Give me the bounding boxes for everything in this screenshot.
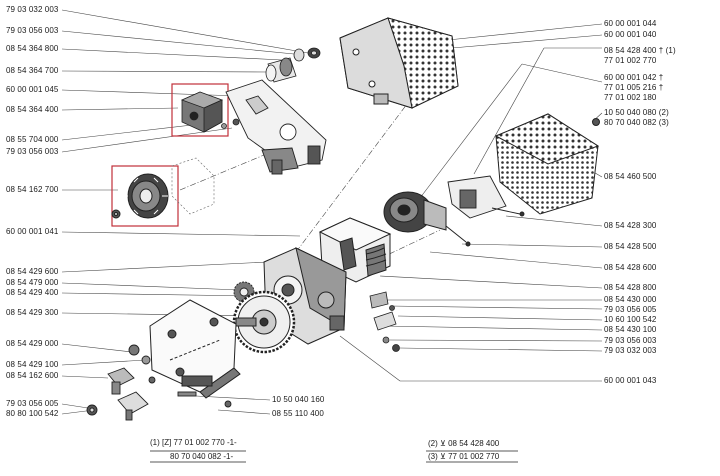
label-08-54-364-700: 08 54 364 700 <box>6 66 59 75</box>
motor-stator <box>383 191 471 247</box>
label-60-00-001-042: 60 00 001 042 † <box>604 73 664 82</box>
rotor-lamination <box>111 173 169 219</box>
bracket-plate <box>225 79 327 175</box>
label-79-03-056-005-b: 79 03 056 005 <box>604 305 657 314</box>
label-60-00-001-043: 60 00 001 043 <box>604 376 657 385</box>
label-08-54-162-700: 08 54 162 700 <box>6 185 59 194</box>
label-08-54-460-500: 08 54 460 500 <box>604 172 657 181</box>
coil-frame <box>318 217 392 283</box>
label-08-54-429-400: 08 54 429 400 <box>6 288 59 297</box>
gear-cover-plate <box>149 299 241 399</box>
label-80-80-100-542: 80 80 100 542 <box>6 409 59 418</box>
label-08-54-428-800: 08 54 428 800 <box>604 283 657 292</box>
label-08-54-479-000: 08 54 479 000 <box>6 278 59 287</box>
label-08-54-428-300: 08 54 428 300 <box>604 221 657 230</box>
highlight-box-lower <box>111 165 179 227</box>
label-10-50-040-080: 10 50 040 080 (2) <box>604 108 669 117</box>
side-cover-perforated <box>494 113 600 215</box>
label-79-03-032-003-b: 79 03 032 003 <box>604 346 657 355</box>
label-08-54-429-600: 08 54 429 600 <box>6 267 59 276</box>
label-77-01-005-216: 77 01 005 216 † <box>604 83 664 92</box>
label-60-00-001-040: 60 00 001 040 <box>604 30 657 39</box>
footnote-2: (2) ⊻ 08 54 428 400 <box>428 439 500 448</box>
label-08-54-430-100: 08 54 430 100 <box>604 325 657 334</box>
label-77-01-002-180: 77 01 002 180 <box>604 93 657 102</box>
footnote-1-line-2: 80 70 040 082 -1- <box>170 452 234 461</box>
label-08-54-162-600: 08 54 162 600 <box>6 371 59 380</box>
footnote-1-line-1: (1) [Z] 77 01 002 770 -1- <box>150 438 237 447</box>
lower-clips <box>86 344 232 421</box>
label-08-55-704-000: 08 55 704 000 <box>6 135 59 144</box>
label-08-54-364-400: 08 54 364 400 <box>6 105 59 114</box>
label-08-54-429-100: 08 54 429 100 <box>6 360 59 369</box>
magnet-block <box>180 91 224 133</box>
label-10-60-100-542: 10 60 100 542 <box>604 315 657 324</box>
label-79-03-032-003: 79 03 032 003 <box>6 5 59 14</box>
label-08-54-428-500: 08 54 428 500 <box>604 242 657 251</box>
switch-bracket <box>447 175 525 219</box>
label-79-03-056-005-a: 79 03 056 005 <box>6 399 59 408</box>
label-60-00-001-044: 60 00 001 044 <box>604 19 657 28</box>
right-fasteners <box>369 291 400 352</box>
label-10-50-040-160: 10 50 040 160 <box>272 395 325 404</box>
footnote-3: (3) ⊻ 77 01 002 770 <box>428 452 500 461</box>
label-08-54-364-800: 08 54 364 800 <box>6 44 59 53</box>
label-60-00-001-045: 60 00 001 045 <box>6 85 59 94</box>
large-gear <box>232 290 296 354</box>
label-79-03-056-003-b: 79 03 056 003 <box>6 147 59 156</box>
label-79-03-056-003-c: 79 03 056 003 <box>604 336 657 345</box>
footnote-rules <box>150 450 518 463</box>
label-08-55-110-400: 08 55 110 400 <box>272 409 324 418</box>
upper-housing-cover <box>339 17 459 109</box>
label-08-54-428-400: 08 54 428 400 † (1) <box>604 46 676 55</box>
label-08-54-430-000: 08 54 430 000 <box>604 295 657 304</box>
upper-small-parts <box>221 47 321 129</box>
highlight-box-upper <box>171 83 229 137</box>
label-60-00-001-041: 60 00 001 041 <box>6 227 59 236</box>
label-80-70-040-082: 80 70 040 082 (3) <box>604 118 669 127</box>
label-08-54-429-000: 08 54 429 000 <box>6 339 59 348</box>
dashed-phantom-part <box>171 157 215 215</box>
label-08-54-429-300: 08 54 429 300 <box>6 308 59 317</box>
label-79-03-056-003-a: 79 03 056 003 <box>6 26 59 35</box>
label-08-54-428-600: 08 54 428 600 <box>604 263 657 272</box>
label-77-01-002-770: 77 01 002 770 <box>604 56 657 65</box>
